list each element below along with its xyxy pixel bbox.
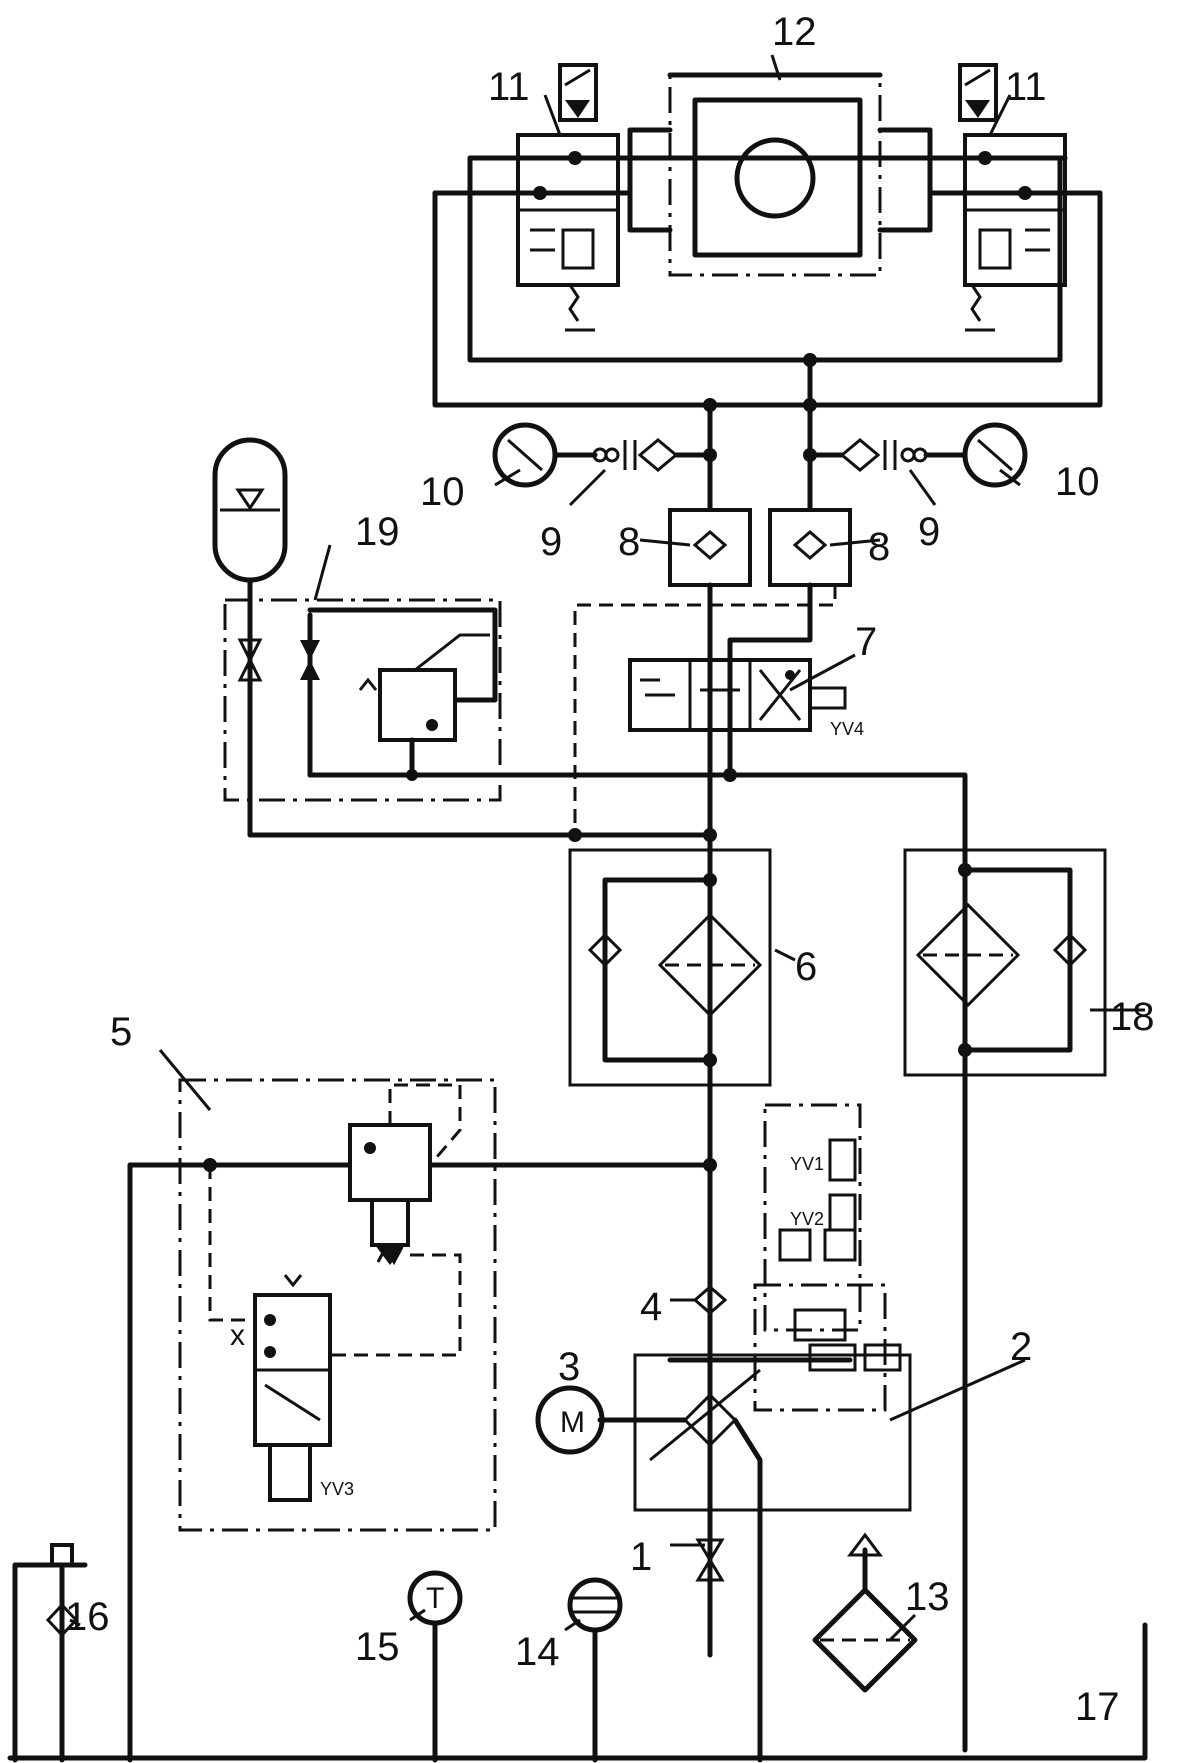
pressure-gauge-10-right xyxy=(965,425,1025,485)
accumulator xyxy=(215,440,717,842)
label-11-left: 11 xyxy=(488,65,530,109)
label-3: 3 xyxy=(558,1345,580,1389)
label-19: 19 xyxy=(355,510,400,554)
safety-block-19 xyxy=(225,600,500,800)
label-8-left: 8 xyxy=(618,520,640,564)
breather-16 xyxy=(15,1545,85,1760)
coupling-9-right xyxy=(803,440,965,470)
hydraulic-motor-12 xyxy=(630,75,930,275)
port-x-label: x xyxy=(230,1319,245,1352)
label-17: 17 xyxy=(1075,1685,1120,1729)
filter-6 xyxy=(570,850,770,1085)
label-1: 1 xyxy=(630,1535,652,1579)
level-gauge-14 xyxy=(570,1580,620,1760)
label-5: 5 xyxy=(110,1010,132,1054)
label-yv4: YV4 xyxy=(830,719,864,739)
label-18: 18 xyxy=(1110,995,1155,1039)
label-2: 2 xyxy=(1010,1325,1032,1369)
label-16: 16 xyxy=(65,1595,110,1639)
directional-valve-7 xyxy=(630,660,845,730)
solenoid-valve-11-left xyxy=(518,65,618,330)
filter-18 xyxy=(905,850,1105,1075)
label-14: 14 xyxy=(515,1630,560,1674)
check-valve-8-right xyxy=(770,510,850,585)
label-yv3: YV3 xyxy=(320,1479,354,1499)
label-6: 6 xyxy=(795,945,817,989)
motor-symbol: M xyxy=(560,1406,585,1439)
air-filter-13 xyxy=(815,1535,915,1690)
label-10-left: 10 xyxy=(420,470,465,514)
coupling-9-left xyxy=(594,440,717,470)
label-yv1: YV1 xyxy=(790,1154,824,1174)
tank-17 xyxy=(10,1625,1145,1758)
check-valve-8-left xyxy=(670,510,750,585)
label-4: 4 xyxy=(640,1285,662,1329)
temp-symbol: T xyxy=(426,1582,444,1615)
leader-lines xyxy=(70,55,1145,1640)
label-12: 12 xyxy=(772,10,817,54)
label-7: 7 xyxy=(855,620,877,664)
label-15: 15 xyxy=(355,1625,400,1669)
label-13: 13 xyxy=(905,1575,950,1619)
label-10-right: 10 xyxy=(1055,460,1100,504)
label-9-right: 9 xyxy=(918,510,940,554)
label-8-right: 8 xyxy=(868,525,890,569)
pressure-gauge-10-left xyxy=(495,425,555,485)
label-9-left: 9 xyxy=(540,520,562,564)
label-11-right: 11 xyxy=(1005,65,1047,109)
label-yv2: YV2 xyxy=(790,1209,824,1229)
